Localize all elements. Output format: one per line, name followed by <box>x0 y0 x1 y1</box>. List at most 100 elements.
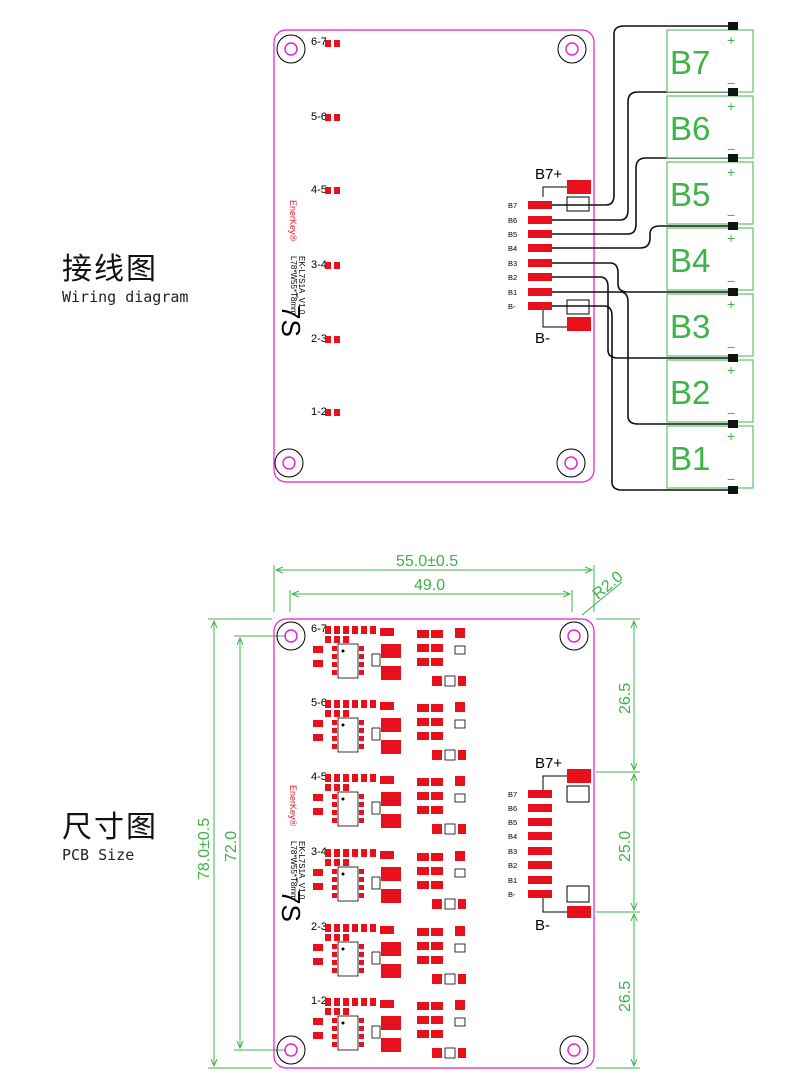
pcb-b-minus-label: B- <box>535 917 550 934</box>
svg-text:B2: B2 <box>508 273 517 282</box>
svg-text:B5: B5 <box>508 230 517 239</box>
svg-text:B7: B7 <box>508 790 517 799</box>
battery-cell-b1: B1 + − <box>666 420 754 494</box>
svg-text:B6: B6 <box>508 804 517 813</box>
pcb-section-label-3-4: 3-4 <box>311 846 327 858</box>
svg-text:+: + <box>727 230 735 246</box>
svg-text:6-7: 6-7 <box>311 36 327 48</box>
svg-text:B6: B6 <box>508 216 517 225</box>
svg-text:B-: B- <box>508 890 516 899</box>
b-minus-pad <box>567 317 591 331</box>
svg-text:B3: B3 <box>508 847 517 856</box>
wire-b3 <box>552 262 733 293</box>
mounting-hole <box>557 34 587 64</box>
svg-text:B2: B2 <box>508 861 517 870</box>
wire-b1 <box>552 291 733 425</box>
dim-seg-mid-label: 25.0 <box>617 831 634 862</box>
b-plus-label: B7+ <box>535 166 562 183</box>
section-label-3-4: 3-4 <box>311 259 340 271</box>
svg-text:B1: B1 <box>508 876 517 885</box>
svg-text:B7: B7 <box>508 201 517 210</box>
svg-text:B3: B3 <box>670 308 710 345</box>
svg-text:5-6: 5-6 <box>311 111 327 123</box>
section-label-1-2: 1-2 <box>311 406 340 418</box>
pcb-connector: B7+ B7 B6 B5 B4 B3 B2 B1 B- B- <box>508 755 591 934</box>
pcb-size-subtitle: PCB Size <box>62 846 135 864</box>
mounting-hole <box>559 1035 589 1065</box>
wire-b5 <box>552 157 733 235</box>
dim-radius-label: R2.0 <box>590 568 627 603</box>
pcb-silkscreen: EnerKey® EK-L7S1A_V1.0 L78*W55*T8mm 7S <box>276 785 306 922</box>
wiring-harness <box>552 25 733 491</box>
model-label: EK-L7S1A_V1.0 <box>297 256 306 315</box>
pcb-section-block <box>313 774 466 835</box>
pcb-section-label-5-6: 5-6 <box>311 697 327 709</box>
wiring-subtitle: Wiring diagram <box>62 288 189 306</box>
svg-text:−: − <box>727 141 735 157</box>
svg-text:B2: B2 <box>670 374 710 411</box>
section-label-4-5: 4-5 <box>311 184 340 196</box>
battery-cell-b6: B6 + − <box>666 88 754 159</box>
svg-text:−: − <box>727 273 735 289</box>
pcb-size-label: L78*W55*T8mm <box>289 841 298 900</box>
battery-cell-b5: B5 + − <box>666 154 754 225</box>
svg-text:+: + <box>727 428 735 444</box>
mounting-hole <box>276 1035 306 1065</box>
size-label: L78*W55*T8mm <box>289 256 298 315</box>
pcb-section-label-4-5: 4-5 <box>311 771 327 783</box>
mounting-hole <box>274 448 304 478</box>
board-silkscreen: EnerKey® EK-L7S1A_V1.0 L78*W55*T8mm 7S <box>276 200 306 337</box>
brand-label: EnerKey® <box>288 200 298 242</box>
pcb-brand-label: EnerKey® <box>288 785 298 827</box>
pcb-section-label-6-7: 6-7 <box>311 623 327 635</box>
pcb-b-plus-label: B7+ <box>535 755 562 772</box>
svg-text:B1: B1 <box>670 440 710 477</box>
pcb-section-block <box>313 700 466 761</box>
wire-b-minus <box>552 305 733 491</box>
battery-cell-b3: B3 + − <box>666 288 754 357</box>
svg-text:B1: B1 <box>508 288 517 297</box>
svg-text:3-4: 3-4 <box>311 259 327 271</box>
battery-cell-b4: B4 + − <box>666 222 754 291</box>
wiring-diagram: 6-7 5-6 4-5 3-4 2-3 1-2 EnerKey® EK-L7S1… <box>273 22 754 494</box>
svg-text:B6: B6 <box>670 110 710 147</box>
battery-cell-b7: B7 + − <box>666 22 754 93</box>
dim-seg-bot-label: 26.5 <box>617 981 634 1012</box>
pcb-section-label-2-3: 2-3 <box>311 921 327 933</box>
svg-text:4-5: 4-5 <box>311 184 327 196</box>
svg-text:+: + <box>727 98 735 114</box>
svg-text:+: + <box>727 164 735 180</box>
wiring-title: 接线图 <box>62 252 158 287</box>
wiring-connector: B7+ B7 B6 B5 B4 B3 B2 B1 B- B- <box>508 166 591 347</box>
pcb-section-block <box>313 924 466 985</box>
section-label-6-7: 6-7 <box>311 36 340 48</box>
pcb-section-block <box>313 626 466 687</box>
svg-text:−: − <box>727 339 735 355</box>
svg-text:−: − <box>727 471 735 487</box>
mounting-hole <box>276 621 306 651</box>
pcb-section-block <box>313 998 466 1059</box>
svg-text:B4: B4 <box>670 242 710 279</box>
section-label-5-6: 5-6 <box>311 111 340 123</box>
svg-text:B4: B4 <box>508 832 517 841</box>
pcb-size-diagram: 55.0±0.5 49.0 R2.0 78.0±0.5 72.0 26.5 25… <box>196 553 640 1069</box>
pcb-board-outline <box>273 618 595 1069</box>
wire-b7 <box>552 25 733 206</box>
svg-text:−: − <box>727 75 735 91</box>
svg-text:+: + <box>727 362 735 378</box>
dim-height-outer-label: 78.0±0.5 <box>196 818 213 880</box>
b-minus-label: B- <box>535 330 550 347</box>
svg-text:+: + <box>727 296 735 312</box>
mounting-hole <box>559 621 589 651</box>
pcb-series-label: 7S <box>276 890 306 922</box>
mounting-hole <box>556 448 586 478</box>
dim-width-outer-label: 55.0±0.5 <box>396 553 458 570</box>
svg-text:−: − <box>727 405 735 421</box>
dim-width-holes-label: 49.0 <box>414 577 445 594</box>
section-label-2-3: 2-3 <box>311 333 340 345</box>
pcb-section-block <box>313 849 466 910</box>
wire-b6 <box>552 91 733 221</box>
dim-seg-top-label: 26.5 <box>617 683 634 714</box>
svg-text:B7: B7 <box>670 44 710 81</box>
